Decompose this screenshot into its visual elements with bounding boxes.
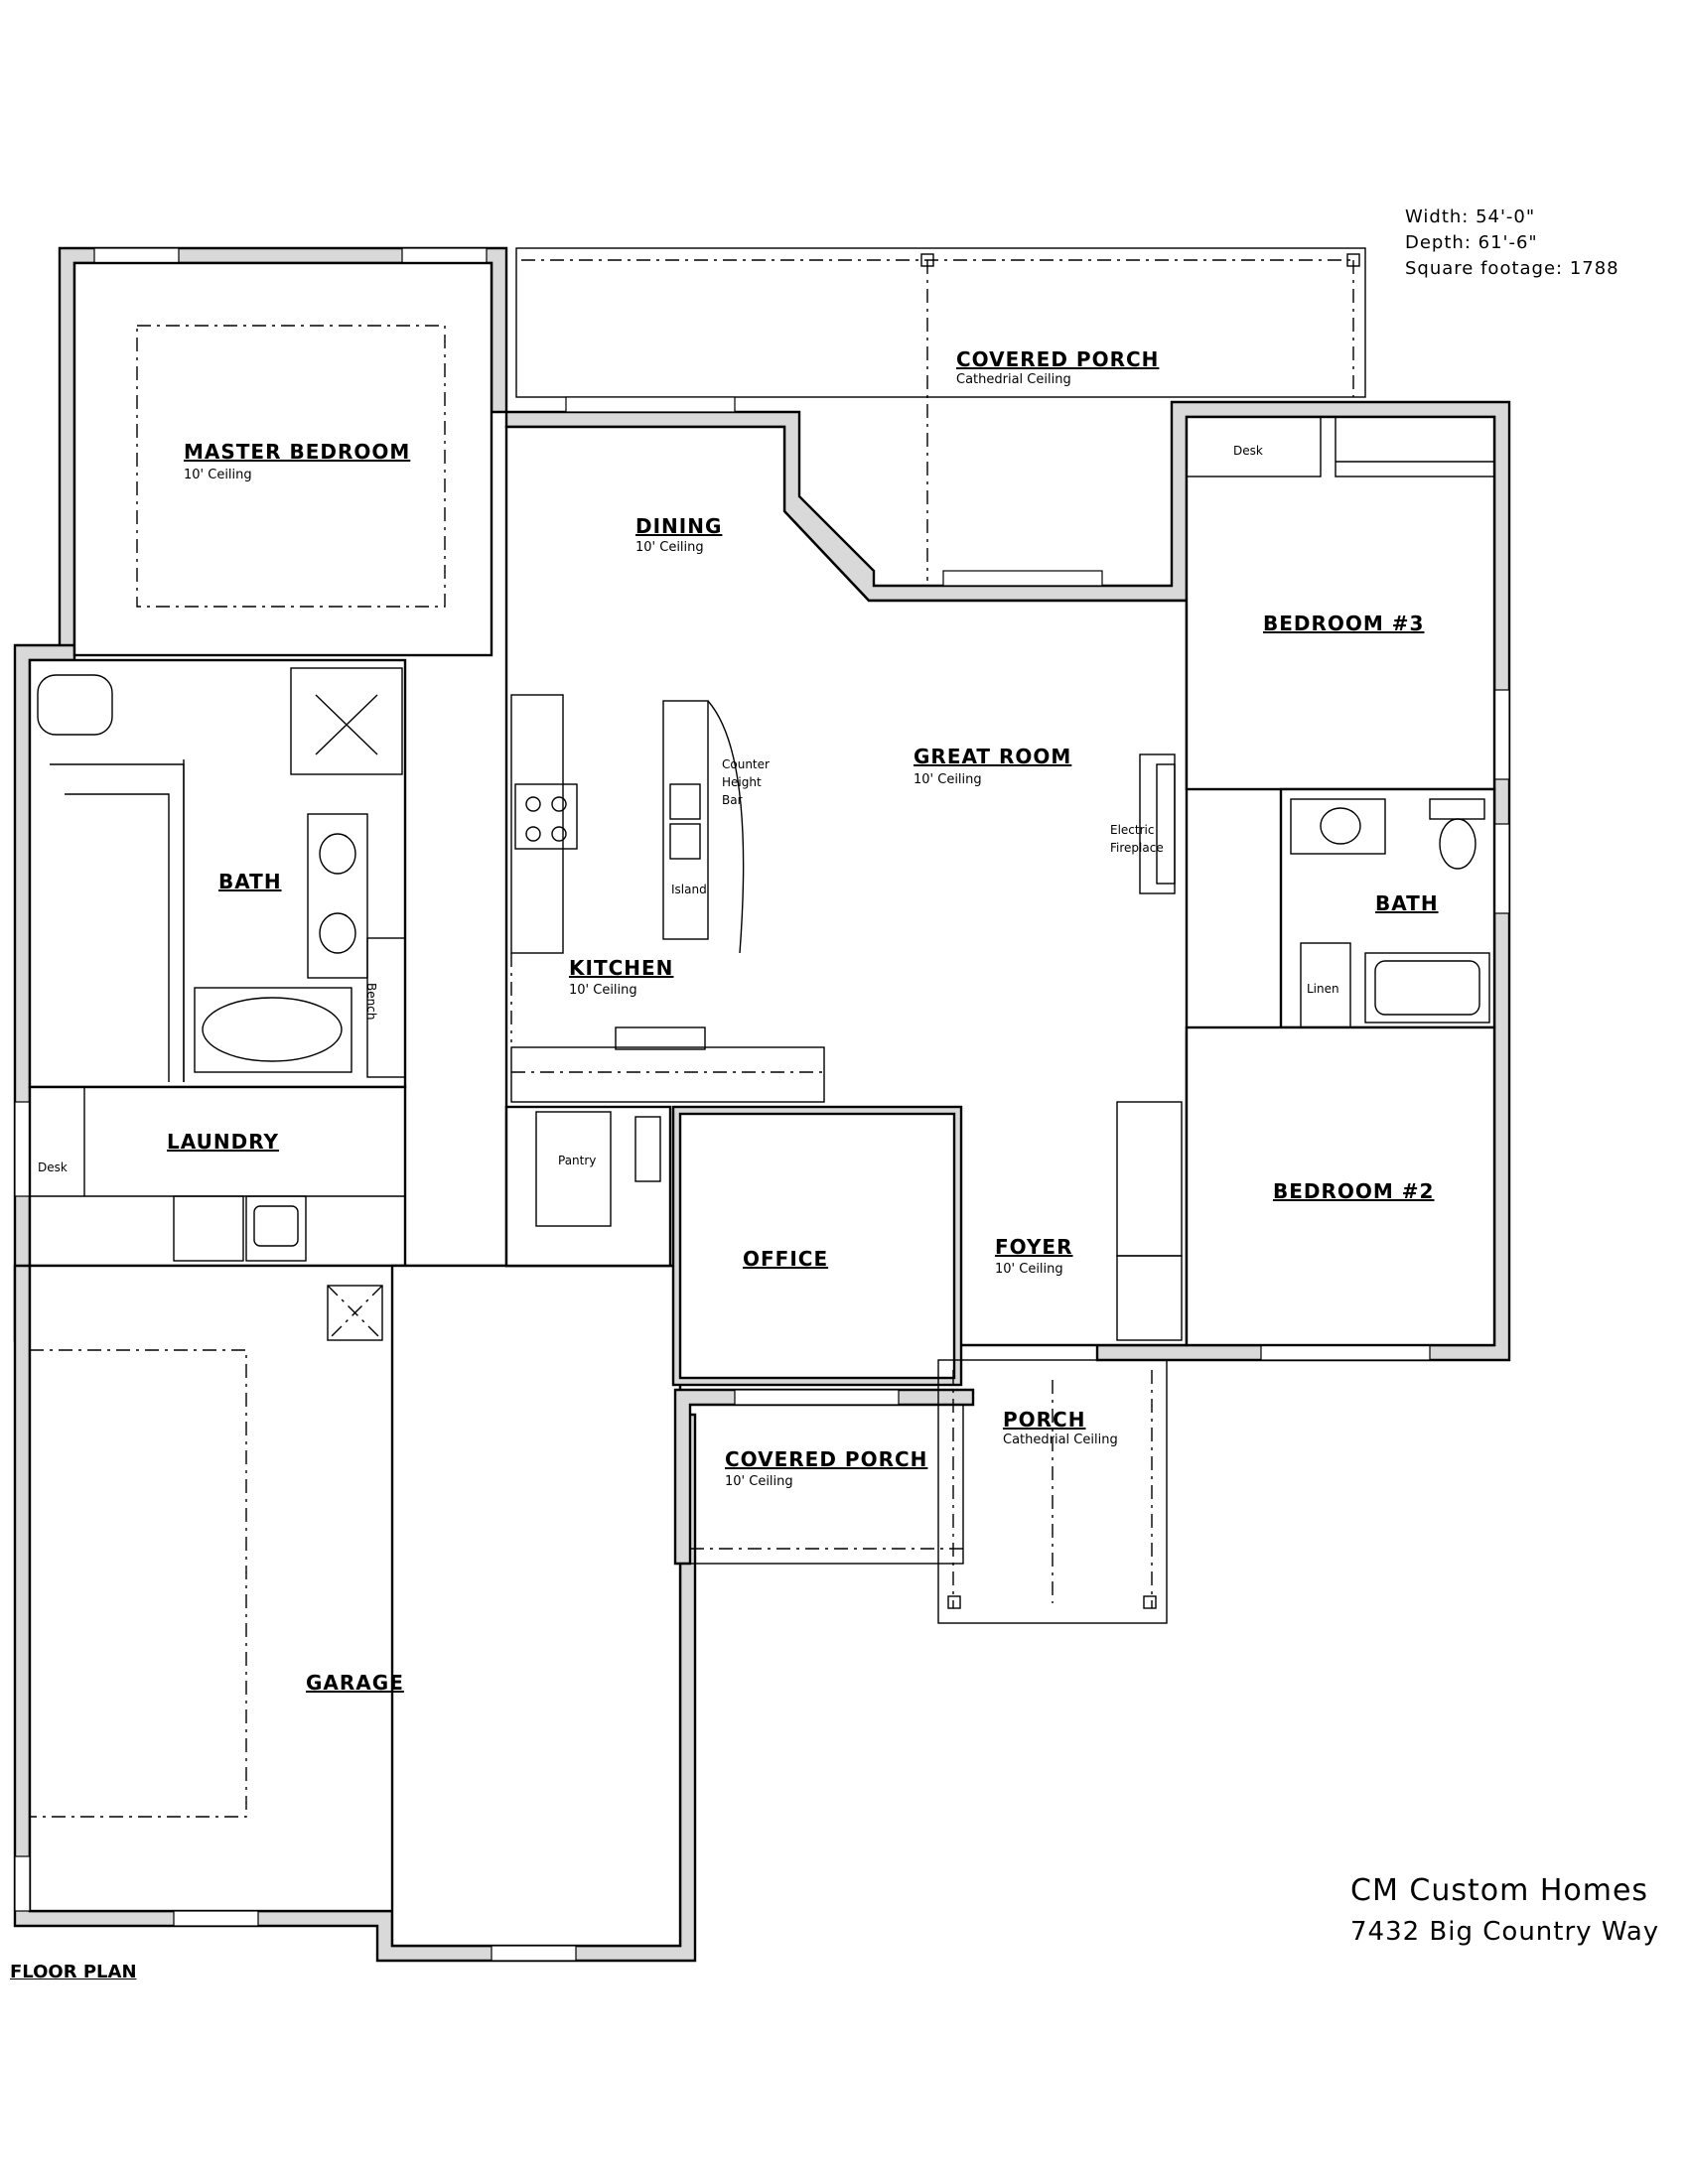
rear-covered-porch-ceiling: Cathedrial Ceiling — [956, 372, 1071, 387]
linen-label: Linen — [1307, 982, 1339, 996]
office — [671, 1105, 963, 1387]
foyer-label: FOYER — [995, 1235, 1073, 1259]
dining-ceiling: 10' Ceiling — [635, 540, 704, 555]
kitchen-label: KITCHEN — [569, 956, 674, 980]
spec-width: Width: 54'-0" — [1405, 206, 1536, 227]
company-name: CM Custom Homes — [1350, 1873, 1649, 1908]
dining-label: DINING — [635, 514, 723, 538]
spec-depth: Depth: 61'-6" — [1405, 232, 1538, 253]
floor-plan-title: FLOOR PLAN — [10, 1962, 137, 1982]
bedroom-3-label: BEDROOM #3 — [1263, 612, 1425, 635]
counter-height-bar-line3: Bar — [722, 793, 743, 807]
master-bedroom-label: MASTER BEDROOM — [184, 440, 411, 464]
counter-height-bar-line1: Counter — [722, 757, 770, 771]
bedroom-2-label: BEDROOM #2 — [1273, 1179, 1435, 1203]
front-porches — [673, 1359, 1168, 1624]
garage-label: GARAGE — [306, 1671, 404, 1695]
bedroom-2 — [1116, 1025, 1496, 1347]
garage — [13, 1264, 697, 1963]
rear-covered-porch-label: COVERED PORCH — [956, 347, 1160, 371]
spec-square-footage: Square footage: 1788 — [1405, 258, 1619, 279]
pantry-label: Pantry — [558, 1154, 597, 1167]
laundry-room — [28, 1085, 407, 1268]
bedroom-3-desk-label: Desk — [1233, 444, 1263, 458]
laundry-label: LAUNDRY — [167, 1130, 279, 1154]
front-covered-porch-ceiling: 10' Ceiling — [725, 1474, 793, 1489]
bath-2 — [1279, 787, 1496, 1029]
front-covered-porch-label: COVERED PORCH — [725, 1447, 928, 1471]
foyer-ceiling: 10' Ceiling — [995, 1262, 1063, 1277]
kitchen — [504, 694, 825, 1268]
master-bath — [28, 658, 407, 1089]
master-bedroom-ceiling: 10' Ceiling — [184, 468, 252, 482]
kitchen-ceiling: 10' Ceiling — [569, 983, 637, 998]
fireplace-label-line1: Electric — [1110, 823, 1155, 837]
great-room-ceiling: 10' Ceiling — [914, 772, 982, 787]
master-bedroom — [72, 261, 493, 657]
bath-2-label: BATH — [1375, 891, 1439, 915]
island-label: Island — [671, 883, 707, 896]
bedroom-3 — [1185, 415, 1496, 791]
rear-covered-porch — [515, 247, 1366, 581]
laundry-desk-label: Desk — [38, 1160, 68, 1174]
counter-height-bar-line2: Height — [722, 775, 762, 789]
porch-ceiling: Cathedrial Ceiling — [1003, 1433, 1118, 1447]
electric-fireplace — [1139, 753, 1176, 894]
office-label: OFFICE — [743, 1247, 829, 1271]
master-bath-label: BATH — [218, 870, 282, 893]
porch-label: PORCH — [1003, 1408, 1086, 1432]
bench-label: Bench — [364, 983, 378, 1021]
great-room-label: GREAT ROOM — [914, 745, 1072, 768]
fireplace-label-line2: Fireplace — [1110, 841, 1164, 855]
property-address: 7432 Big Country Way — [1350, 1917, 1660, 1947]
